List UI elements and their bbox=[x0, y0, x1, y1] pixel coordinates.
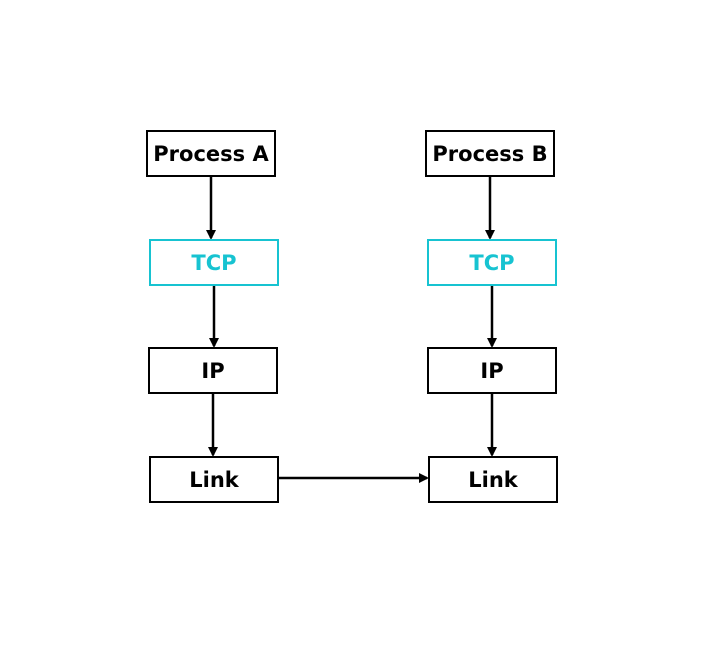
process-b-box: Process B bbox=[425, 130, 555, 177]
link-b-box: Link bbox=[428, 456, 558, 503]
link-b-label: Link bbox=[468, 467, 518, 492]
ip-a-label: IP bbox=[201, 358, 225, 383]
tcp-a-box: TCP bbox=[149, 239, 279, 286]
tcp-a-label: TCP bbox=[191, 250, 237, 275]
tcp-b-box: TCP bbox=[427, 239, 557, 286]
process-b-label: Process B bbox=[432, 141, 548, 166]
process-a-box: Process A bbox=[146, 130, 276, 177]
process-a-label: Process A bbox=[153, 141, 269, 166]
ip-b-label: IP bbox=[480, 358, 504, 383]
link-a-box: Link bbox=[149, 456, 279, 503]
ip-a-box: IP bbox=[148, 347, 278, 394]
ip-b-box: IP bbox=[427, 347, 557, 394]
link-a-label: Link bbox=[189, 467, 239, 492]
tcp-b-label: TCP bbox=[469, 250, 515, 275]
